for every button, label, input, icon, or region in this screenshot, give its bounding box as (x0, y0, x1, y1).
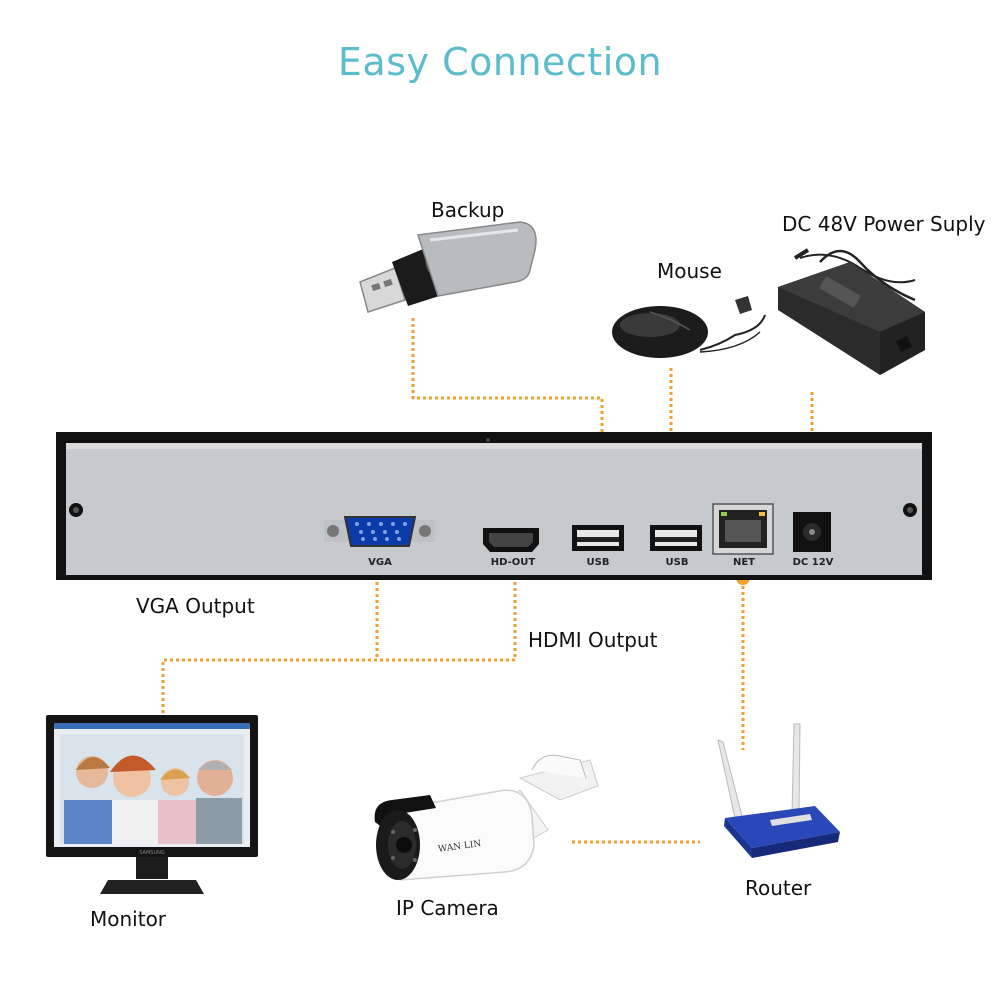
monitor-icon: SAMSUNG (46, 715, 258, 894)
mouse-label: Mouse (657, 259, 722, 283)
router-label: Router (745, 876, 812, 900)
usb-port-icon (650, 525, 702, 551)
ethernet-port-icon (712, 503, 774, 555)
ip-camera-label: IP Camera (396, 896, 499, 920)
port-label-dc: DC 12V (792, 557, 834, 568)
port-label-vga: VGA (368, 557, 392, 568)
usb-drive-icon (359, 221, 537, 313)
vga-port-icon (324, 516, 435, 547)
ip-camera-icon: WAN LIN (374, 754, 599, 881)
monitor-label: Monitor (90, 907, 167, 931)
port-label-usb-2: USB (665, 557, 689, 568)
backup-label: Backup (431, 198, 505, 222)
dc-power-port-icon (793, 512, 831, 552)
power-supply-label: DC 48V Power Suply (782, 212, 986, 236)
port-label-hdmi: HD-OUT (490, 557, 536, 568)
hdmi-connector (377, 552, 517, 662)
power-adapter-icon (778, 248, 925, 375)
port-label-usb-1: USB (586, 557, 610, 568)
port-label-net: NET (732, 557, 756, 568)
vga-connector (161, 552, 379, 715)
usb-port-icon (572, 525, 624, 551)
hdmi-output-label: HDMI Output (528, 628, 658, 652)
router-icon (717, 723, 840, 858)
hdmi-port-icon (483, 528, 539, 552)
nvr-recorder (56, 432, 932, 580)
backup-connector (411, 318, 604, 515)
page-title: Easy Connection (337, 40, 663, 84)
monitor-brand: SAMSUNG (139, 850, 165, 856)
mouse-icon (612, 296, 766, 358)
vga-output-label: VGA Output (136, 594, 255, 618)
